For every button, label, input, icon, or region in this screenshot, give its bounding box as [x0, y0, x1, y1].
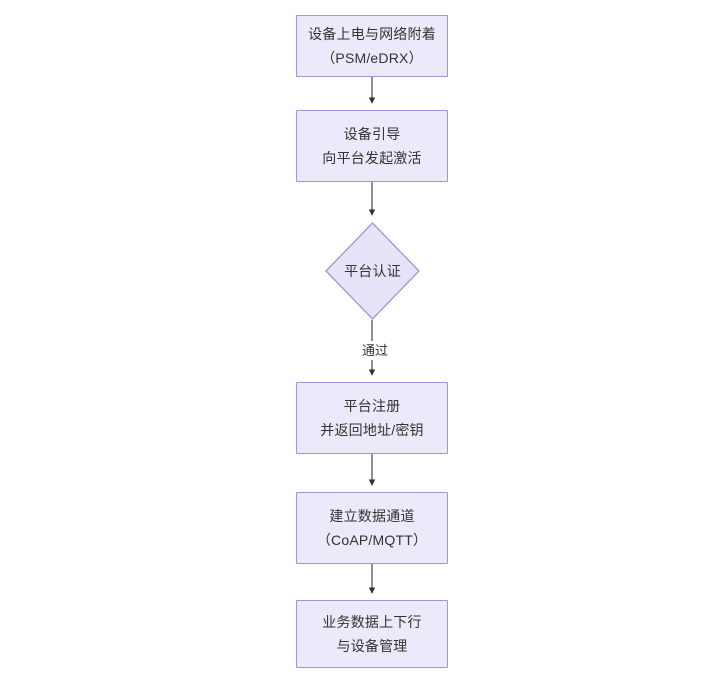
edge-label-pass: 通过: [353, 341, 397, 360]
node-label: 设备引导 向平台发起激活: [322, 126, 422, 166]
node-establish-data-channel[interactable]: 建立数据通道 （CoAP/MQTT）: [296, 492, 448, 564]
diamond-shape: [325, 222, 420, 320]
node-label: 业务数据上下行 与设备管理: [322, 614, 422, 654]
node-label: 平台注册 并返回地址/密钥: [320, 398, 424, 438]
node-platform-auth-decision[interactable]: 平台认证: [325, 222, 420, 320]
node-device-bootstrap[interactable]: 设备引导 向平台发起激活: [296, 110, 448, 182]
edge-label-text: 通过: [361, 343, 388, 358]
node-label: 设备上电与网络附着 （PSM/eDRX）: [308, 26, 436, 66]
node-device-power-on[interactable]: 设备上电与网络附着 （PSM/eDRX）: [296, 15, 448, 77]
node-label: 平台认证: [344, 263, 401, 279]
node-platform-register[interactable]: 平台注册 并返回地址/密钥: [296, 382, 448, 454]
node-business-data-management[interactable]: 业务数据上下行 与设备管理: [296, 600, 448, 668]
node-label: 建立数据通道 （CoAP/MQTT）: [316, 508, 428, 548]
